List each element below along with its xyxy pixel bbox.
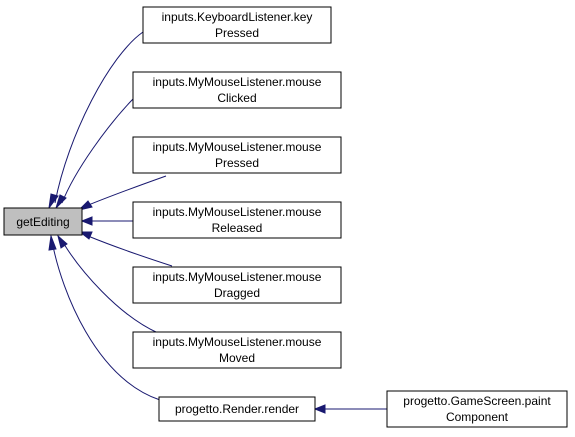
node-mouse-listener-mouse-pressed-line2: Pressed — [215, 156, 259, 170]
node-render-render[interactable]: progetto.Render.render — [158, 396, 316, 422]
node-keyboard-listener-key-pressed-line2: Pressed — [215, 26, 259, 40]
arrowhead-mouse-dragged — [78, 231, 93, 240]
node-mouse-listener-mouse-released-line2: Released — [212, 221, 263, 235]
node-mouse-listener-mouse-dragged-line1: inputs.MyMouseListener.mouse — [153, 270, 322, 284]
node-mouse-listener-mouse-moved-line2: Moved — [219, 351, 255, 365]
node-mouse-listener-mouse-clicked[interactable]: inputs.MyMouseListener.mouse Clicked — [132, 71, 342, 109]
node-keyboard-listener-key-pressed-line1: inputs.KeyboardListener.key — [162, 10, 313, 24]
node-mouse-listener-mouse-dragged-line2: Dragged — [214, 286, 260, 300]
arrowhead-mouse-moved — [57, 234, 68, 249]
node-game-screen-paint-component-line1: progetto.GameScreen.paint — [403, 394, 551, 408]
arrowhead-mouse-clicked — [55, 194, 67, 209]
edge-mouse-dragged-to-get-editing — [87, 235, 173, 267]
node-mouse-listener-mouse-pressed[interactable]: inputs.MyMouseListener.mouse Pressed — [132, 136, 342, 174]
node-keyboard-listener-key-pressed[interactable]: inputs.KeyboardListener.key Pressed — [142, 6, 332, 44]
edge-key-pressed-to-get-editing — [54, 31, 144, 204]
node-get-editing[interactable]: getEditing — [3, 207, 83, 236]
arrowhead-key-pressed — [48, 193, 59, 209]
arrowhead-paint-component — [313, 404, 326, 414]
arrowhead-render — [48, 234, 57, 251]
node-get-editing-label: getEditing — [16, 215, 69, 229]
edge-mouse-moved-to-get-editing — [63, 243, 159, 334]
node-mouse-listener-mouse-released[interactable]: inputs.MyMouseListener.mouse Released — [132, 201, 342, 239]
node-mouse-listener-mouse-clicked-line2: Clicked — [217, 91, 256, 105]
node-render-render-label: progetto.Render.render — [175, 402, 299, 416]
edge-render-to-get-editing — [52, 245, 161, 401]
node-mouse-listener-mouse-pressed-line1: inputs.MyMouseListener.mouse — [153, 140, 322, 154]
node-game-screen-paint-component-line2: Component — [446, 410, 509, 424]
edge-mouse-clicked-to-get-editing — [61, 98, 134, 204]
arrowhead-mouse-released — [80, 216, 93, 226]
node-mouse-listener-mouse-clicked-line1: inputs.MyMouseListener.mouse — [153, 75, 322, 89]
node-mouse-listener-mouse-moved-line1: inputs.MyMouseListener.mouse — [153, 335, 322, 349]
edge-mouse-pressed-to-get-editing — [85, 175, 167, 207]
node-game-screen-paint-component[interactable]: progetto.GameScreen.paint Component — [386, 390, 568, 428]
node-mouse-listener-mouse-moved[interactable]: inputs.MyMouseListener.mouse Moved — [132, 331, 342, 369]
edges — [48, 31, 387, 414]
node-mouse-listener-mouse-released-line1: inputs.MyMouseListener.mouse — [153, 205, 322, 219]
node-mouse-listener-mouse-dragged[interactable]: inputs.MyMouseListener.mouse Dragged — [132, 266, 342, 304]
